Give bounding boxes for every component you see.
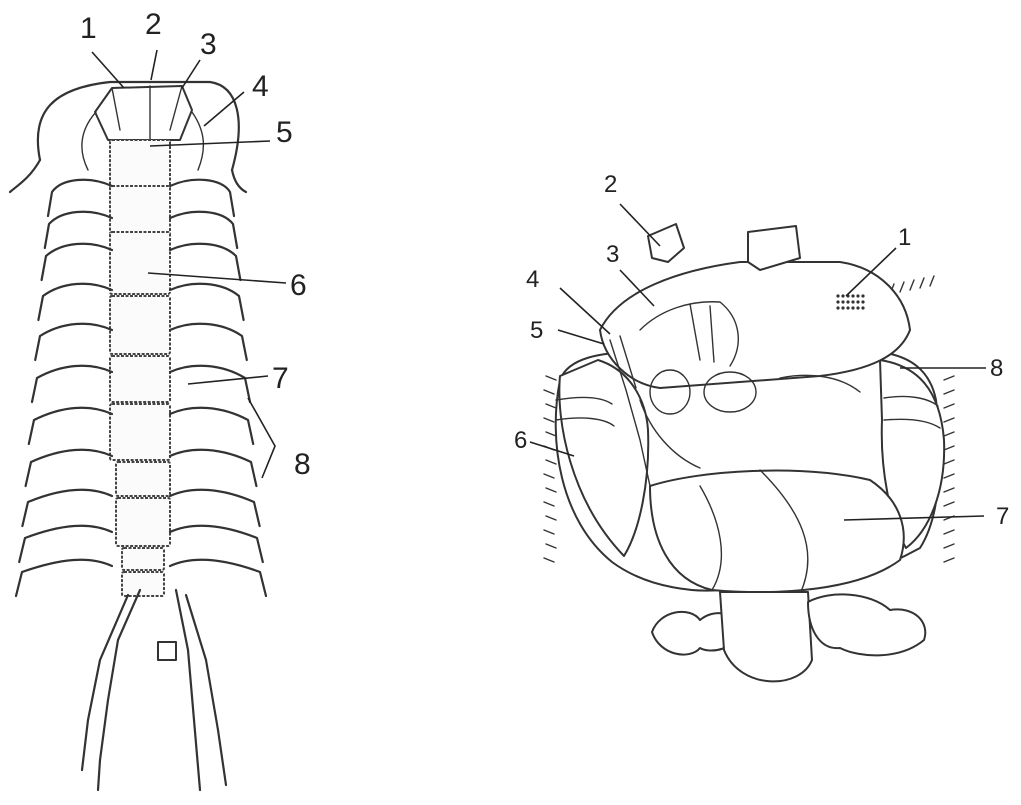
head-ventral-illustration <box>544 224 954 681</box>
bristle <box>544 474 554 478</box>
right-label-8: 8 <box>990 355 1003 382</box>
leg-left <box>26 450 112 486</box>
bristle <box>544 390 554 394</box>
leg-left <box>48 180 112 216</box>
right-label-5: 5 <box>530 317 543 344</box>
right-label-1: 1 <box>898 224 911 251</box>
leg-right <box>170 284 244 320</box>
sensory-spot <box>846 300 849 303</box>
bristle <box>544 418 554 422</box>
bristle <box>546 432 556 436</box>
body-segment <box>110 404 170 460</box>
left-label-5: 5 <box>276 116 293 149</box>
sensory-spot <box>861 306 864 309</box>
body-segment <box>110 140 170 188</box>
sensory-spot <box>856 300 859 303</box>
sensory-spot <box>841 306 844 309</box>
leg-left <box>29 408 112 444</box>
left-label-6: 6 <box>290 269 307 302</box>
bristle <box>546 488 556 492</box>
leg-left <box>22 490 112 526</box>
sensory-spot <box>846 306 849 309</box>
leg-left <box>32 366 112 402</box>
bristle <box>930 276 934 286</box>
leg-right <box>170 324 247 360</box>
bristle <box>546 404 556 408</box>
leg-left <box>45 212 112 248</box>
leg-left <box>19 526 112 562</box>
bristle <box>546 460 556 464</box>
bristle <box>544 502 554 506</box>
right-label-2: 2 <box>604 171 617 198</box>
leg-right <box>170 366 250 402</box>
bristle <box>544 558 554 562</box>
bristle <box>544 530 554 534</box>
left-label-3: 3 <box>200 28 217 61</box>
body-segment <box>116 498 170 546</box>
leg-right <box>170 408 253 444</box>
sensory-spot <box>851 300 854 303</box>
leg-right <box>170 490 260 526</box>
leg-right <box>170 450 256 486</box>
leg-right <box>170 526 263 562</box>
right-label-6: 6 <box>514 427 527 454</box>
bristle <box>920 278 924 288</box>
left-label-8: 8 <box>294 448 311 481</box>
bristle <box>546 544 556 548</box>
bristle <box>944 432 954 436</box>
leg-left <box>35 324 112 360</box>
sensory-spot <box>851 294 854 297</box>
sensory-spot <box>851 306 854 309</box>
sensory-spot <box>836 294 839 297</box>
left-label-4: 4 <box>252 70 269 103</box>
right-label-3: 3 <box>606 241 619 268</box>
body-segment <box>110 232 170 294</box>
bristle <box>944 488 954 492</box>
right-label-7: 7 <box>996 503 1009 530</box>
bristle <box>944 558 954 562</box>
leg-right <box>170 560 266 596</box>
left-label-2: 2 <box>145 8 162 41</box>
leg-right <box>170 212 237 248</box>
bristle <box>944 502 954 506</box>
body-segment <box>116 462 170 496</box>
leg-left <box>42 244 112 280</box>
bristle <box>944 404 954 408</box>
leg-right <box>170 180 234 216</box>
left-label-1: 1 <box>80 12 97 45</box>
sensory-spot <box>836 300 839 303</box>
sensory-spot <box>841 300 844 303</box>
body-segment <box>122 548 164 570</box>
body-segment <box>110 186 170 234</box>
sensory-spot <box>861 300 864 303</box>
left-label-7: 7 <box>272 362 289 395</box>
sensory-spot <box>861 294 864 297</box>
bristle <box>900 282 904 292</box>
sensory-spot <box>856 294 859 297</box>
body-segment <box>122 572 164 596</box>
bristle <box>944 460 954 464</box>
bristle <box>944 530 954 534</box>
bristle <box>944 390 954 394</box>
body-segment <box>110 296 170 354</box>
body-segment <box>110 356 170 402</box>
bristle <box>944 376 954 380</box>
sensory-spot <box>841 294 844 297</box>
bristle <box>944 446 954 450</box>
bristle <box>944 474 954 478</box>
leg-left <box>38 284 112 320</box>
sensory-spot <box>836 306 839 309</box>
bristle <box>910 280 914 290</box>
centipede-illustration <box>10 82 266 790</box>
bristle <box>546 516 556 520</box>
leg-left <box>16 560 112 596</box>
bristle <box>944 418 954 422</box>
right-label-4: 4 <box>526 266 539 293</box>
bristle <box>546 376 556 380</box>
bristle <box>944 544 954 548</box>
sensory-spot <box>856 306 859 309</box>
